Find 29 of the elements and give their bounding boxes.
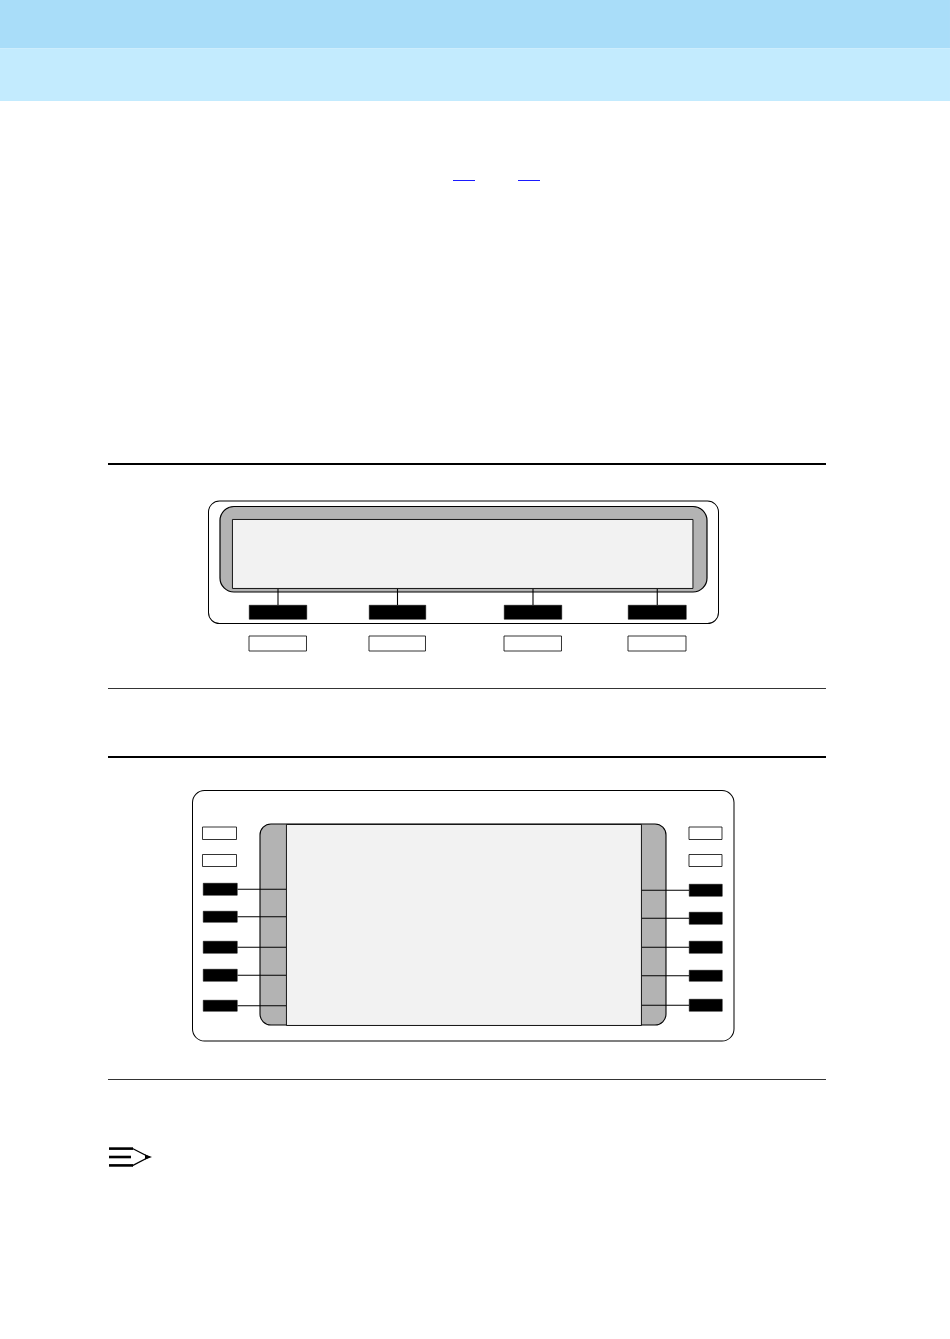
leader-line	[236, 916, 287, 918]
leader-line	[641, 1004, 690, 1006]
leader-line	[641, 975, 690, 977]
button	[689, 941, 723, 954]
leader-line	[532, 588, 534, 606]
button	[628, 605, 687, 620]
leader-line	[236, 974, 287, 976]
leader-line	[641, 917, 690, 919]
leader-line	[236, 946, 287, 948]
button	[689, 970, 723, 982]
button	[689, 999, 723, 1012]
button	[203, 883, 238, 896]
button	[504, 605, 562, 620]
leader-line	[641, 946, 690, 948]
leader-line	[656, 588, 658, 606]
button	[249, 605, 307, 620]
display-screen	[232, 519, 694, 589]
leader-line	[236, 888, 287, 890]
button	[689, 912, 723, 925]
button	[203, 1000, 238, 1012]
button	[203, 911, 238, 923]
leader-line	[277, 588, 279, 606]
button	[689, 884, 723, 897]
button	[203, 969, 238, 982]
button	[203, 941, 238, 954]
leader-line	[396, 588, 399, 606]
leader-line	[236, 1005, 287, 1007]
button	[369, 605, 426, 620]
leader-line	[641, 889, 690, 891]
